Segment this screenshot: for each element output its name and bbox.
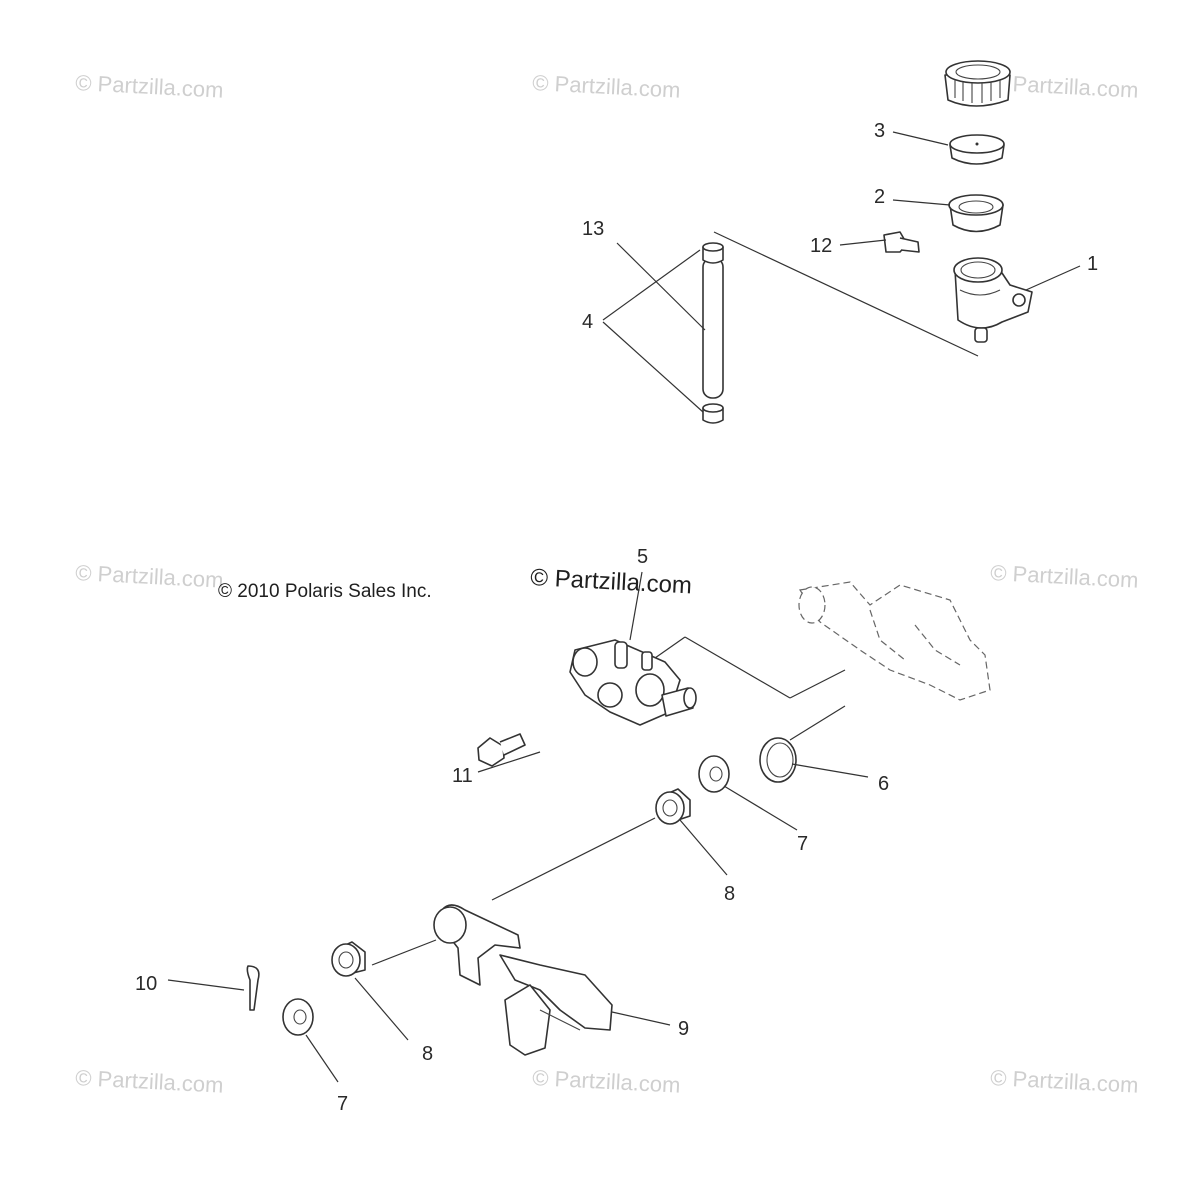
watermark-top-left: © Partzilla.com bbox=[75, 70, 224, 103]
callout-8-upper: 8 bbox=[724, 883, 735, 905]
callout-7-upper: 7 bbox=[797, 833, 808, 855]
hose-clamp-bottom bbox=[702, 403, 724, 424]
bushing-upper bbox=[655, 788, 691, 825]
callout-11: 11 bbox=[452, 765, 473, 787]
watermark-bottom-center: © Partzilla.com bbox=[532, 1065, 681, 1098]
copyright-text: © 2010 Polaris Sales Inc. bbox=[218, 581, 432, 602]
callout-4: 4 bbox=[582, 311, 593, 333]
bushing-lower bbox=[331, 941, 366, 977]
diaphragm-plate bbox=[949, 134, 1005, 165]
callout-2: 2 bbox=[874, 186, 885, 208]
watermark-top-right: © Partzilla.com bbox=[990, 70, 1139, 103]
master-cylinder bbox=[569, 639, 697, 726]
washer-lower bbox=[282, 998, 314, 1036]
watermark-center: © Partzilla.com bbox=[530, 564, 693, 599]
callout-3: 3 bbox=[874, 120, 885, 142]
mounting-bolt-top bbox=[883, 231, 920, 253]
watermark-mid-left: © Partzilla.com bbox=[75, 560, 224, 593]
brake-pedal bbox=[433, 904, 613, 1056]
callout-5: 5 bbox=[637, 546, 648, 568]
reservoir bbox=[953, 257, 1033, 343]
vent-hose bbox=[702, 253, 724, 399]
spring-clip bbox=[759, 737, 797, 783]
hose-clamp-top bbox=[702, 242, 724, 264]
callout-7-lower: 7 bbox=[337, 1093, 348, 1115]
cotter-pin bbox=[246, 965, 260, 1011]
diaphragm bbox=[948, 194, 1004, 233]
watermark-bottom-right: © Partzilla.com bbox=[990, 1065, 1139, 1098]
callout-1: 1 bbox=[1087, 253, 1098, 275]
washer-upper bbox=[698, 755, 730, 793]
callout-6: 6 bbox=[878, 773, 889, 795]
bottom-leader-lines bbox=[167, 571, 869, 1083]
mounting-bolt-bottom bbox=[477, 733, 526, 767]
callout-13: 13 bbox=[582, 218, 604, 240]
top-leader-lines bbox=[602, 131, 1081, 413]
callout-12: 12 bbox=[810, 235, 832, 257]
frame-reference bbox=[798, 581, 991, 701]
callout-10: 10 bbox=[135, 973, 157, 995]
watermark-bottom-left: © Partzilla.com bbox=[75, 1065, 224, 1098]
watermark-top-center: © Partzilla.com bbox=[532, 70, 681, 103]
callout-8-lower: 8 bbox=[422, 1043, 433, 1065]
watermark-mid-right: © Partzilla.com bbox=[990, 560, 1139, 593]
reservoir-cap bbox=[944, 60, 1011, 107]
callout-labels: 1 2 3 4 5 6 7 7 8 8 9 10 11 12 13 bbox=[135, 120, 1098, 1115]
callout-9: 9 bbox=[678, 1018, 689, 1040]
